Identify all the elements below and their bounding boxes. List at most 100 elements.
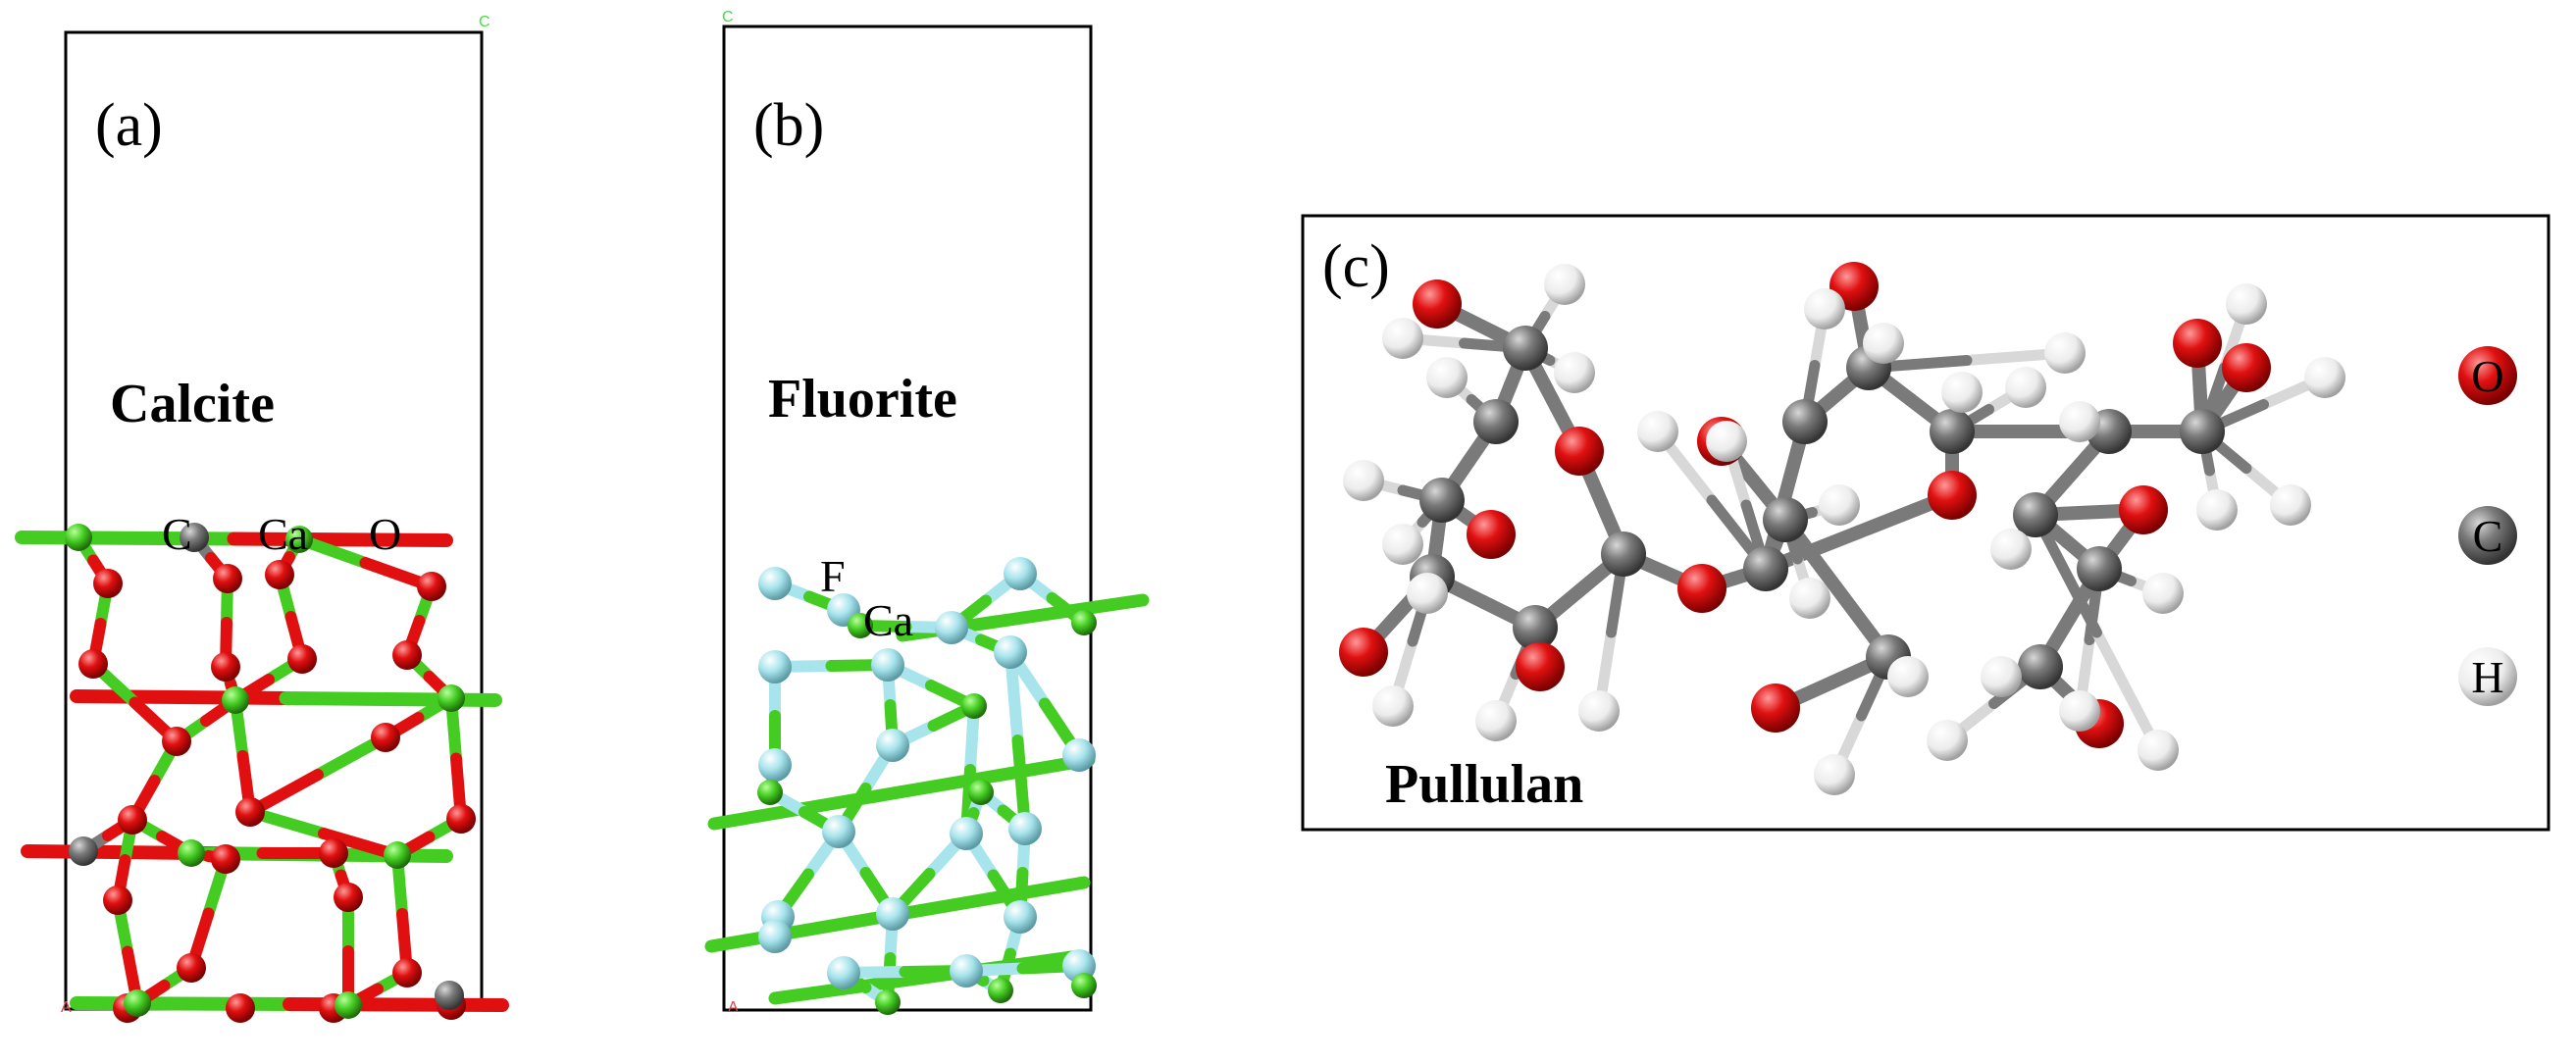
calcite-carbon-atom (69, 836, 98, 866)
panel-b: C A (b) Fluorite F Ca (704, 9, 1150, 1016)
pullulan-hydrogen-atom (1343, 460, 1384, 501)
legend-oxygen-ball (2458, 346, 2517, 405)
pullulan-oxygen-atom (1677, 564, 1726, 613)
calcite-oxygen-atom (211, 652, 240, 682)
pullulan-carbon-atom (1473, 399, 1519, 444)
pullulan-carbon-atom (1503, 326, 1548, 371)
fluorite-atoms (757, 557, 1097, 1015)
fluorite-calcium-atom (1071, 973, 1097, 998)
calcite-oxygen-atom (334, 883, 363, 912)
fluorite-calcium-atom (1071, 610, 1097, 635)
legend: O C H (2458, 346, 2517, 706)
calcite-oxygen-atom (392, 958, 422, 987)
panel-label-a: (a) (95, 92, 163, 159)
pullulan-hydrogen-atom (1382, 318, 1423, 359)
pullulan-carbon-atom (2018, 644, 2063, 689)
pullulan-oxygen-atom (1928, 471, 1977, 520)
pullulan-oxygen-atom (1751, 683, 1800, 733)
calcite-oxygen-atom (235, 797, 265, 827)
fluorite-fluorine-atom (1008, 812, 1042, 845)
calcite-calcium-atom (178, 839, 205, 867)
atom-tag-ca: Ca (258, 509, 308, 559)
calcite-layer-bond (227, 532, 453, 547)
legend-hydrogen-ball (2458, 647, 2517, 706)
pullulan-oxygen-atom (2173, 319, 2222, 368)
pullulan-hydrogen-atom (2044, 332, 2086, 374)
calcite-carbon-atom (180, 523, 209, 552)
calcite-atoms (65, 523, 476, 1023)
calcite-layer-bond (70, 689, 293, 705)
calcite-calcium-atom (384, 841, 411, 869)
pullulan-hydrogen-atom (1637, 411, 1678, 452)
fluorite-calcium-atom (848, 613, 873, 638)
calcite-oxygen-atom (103, 886, 132, 915)
pullulan-carbon-atom (2013, 492, 2058, 537)
calcite-oxygen-atom (319, 838, 348, 868)
legend-carbon-ball (2458, 506, 2517, 565)
pullulan-hydrogen-atom (2226, 283, 2267, 325)
calcite-carbon-atom (435, 981, 464, 1010)
fluorite-fluorine-atom (871, 648, 904, 682)
calcite-oxygen-atom (392, 640, 422, 670)
cell-corner-a-a: A (61, 999, 72, 1016)
pullulan-hydrogen-atom (2005, 367, 2046, 408)
pullulan-carbon-atom (1601, 532, 1646, 577)
pullulan-oxygen-atom (1339, 628, 1388, 677)
fluorite-rod (1016, 593, 1150, 625)
calcite-oxygen-atom (93, 569, 123, 598)
pullulan-hydrogen-atom (1887, 656, 1929, 697)
pullulan-hydrogen-atom (1804, 288, 1845, 329)
pullulan-carbon-atom (1419, 478, 1465, 523)
calcite-oxygen-atom (177, 953, 206, 983)
pullulan-atoms (1339, 262, 2345, 795)
calcite-calcium-atom (65, 524, 92, 551)
pullulan-carbon-atom (2077, 546, 2122, 591)
calcite-calcium-atom (335, 991, 362, 1019)
pullulan-oxygen-atom (1467, 510, 1516, 559)
fluorite-fluorine-atom (1004, 900, 1037, 934)
pullulan-carbon-atom (1930, 409, 1975, 454)
calcite-oxygen-atom (211, 844, 240, 874)
pullulan-carbon-atom (1513, 605, 1558, 650)
fluorite-fluorine-atom (876, 729, 909, 762)
fluorite-fluorine-atom (950, 954, 983, 987)
calcite-oxygen-atom (78, 649, 108, 679)
calcite-oxygen-atom (118, 805, 147, 835)
fluorite-fluorine-atom (994, 635, 1027, 669)
calcite-calcium-atom (438, 684, 465, 712)
unit-cell-b (722, 25, 1093, 1012)
atom-tag-c: C (162, 509, 192, 559)
fluorite-fluorine-atom (758, 920, 792, 953)
pullulan-hydrogen-atom (2138, 730, 2179, 771)
pullulan-hydrogen-atom (1990, 529, 2032, 570)
pullulan-carbon-atom (1782, 399, 1828, 444)
pullulan-oxygen-atom (2119, 485, 2168, 534)
pullulan-hydrogen-atom (1544, 264, 1585, 305)
fluorite-rod (704, 908, 904, 953)
legend-label-h: H (2471, 652, 2503, 702)
fluorite-calcium-atom (757, 780, 783, 805)
calcite-calcium-atom (285, 526, 313, 553)
pullulan-hydrogen-atom (2270, 484, 2311, 526)
pullulan-hydrogen-atom (2142, 573, 2184, 614)
calcite-oxygen-atom (417, 572, 446, 601)
calcite-oxygen-atom (162, 727, 191, 756)
panel-a: C A B (a) Calcite C Ca O (15, 14, 509, 1023)
pullulan-hydrogen-atom (1578, 690, 1620, 732)
calcite-oxygen-atom (446, 804, 476, 834)
pullulan-hydrogen-atom (1706, 421, 1747, 462)
calcite-bonds (15, 531, 509, 1012)
pullulan-hydrogen-atom (1426, 357, 1468, 398)
calcite-layer-bond (70, 996, 296, 1011)
calcite-calcium-atom (124, 989, 151, 1017)
cell-corner-c-b: C (722, 9, 734, 25)
atom-tag-ca-b: Ca (863, 595, 913, 645)
fluorite-fluorine-atom (758, 748, 792, 782)
pullulan-hydrogen-atom (2304, 357, 2345, 398)
pullulan-hydrogen-atom (2059, 401, 2100, 442)
calcite-oxygen-atom (371, 723, 400, 752)
pullulan-oxygen-atom (1413, 279, 1462, 329)
pullulan-title: Pullulan (1385, 754, 1583, 815)
pullulan-carbon-atom (1743, 546, 1788, 591)
pullulan-hydrogen-atom (1475, 700, 1517, 741)
